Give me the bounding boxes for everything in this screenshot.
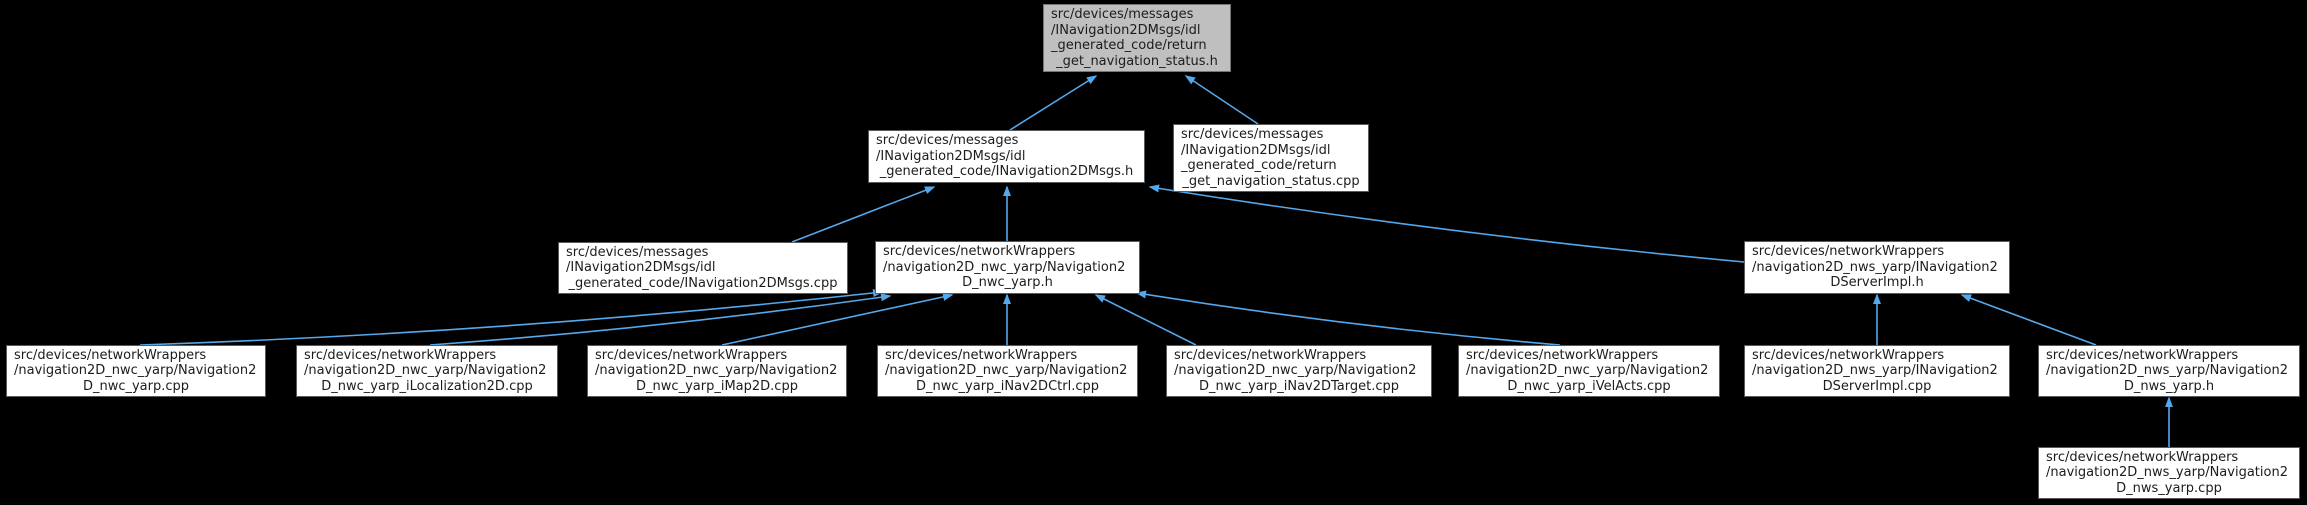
graph-node-ret_h: src/devices/messages/INavigation2DMsgs/i… — [1043, 4, 1231, 72]
graph-node-label-line: _generated_code/INavigation2DMsgs.cpp — [568, 275, 838, 291]
graph-node-label-line: _generated_code/return — [1181, 158, 1337, 173]
include-edge-ivel-to-nwc_h — [1135, 290, 1561, 346]
graph-node-label-line: src/devices/networkWrappers — [2046, 347, 2239, 363]
graph-node-label-line: D_nwc_yarp.cpp — [82, 378, 190, 394]
graph-node-label-line: D_nwc_yarp_iMap2D.cpp — [636, 378, 798, 394]
include-edge-nws_h-to-srv_h — [1960, 294, 2097, 346]
graph-node-nwc_cpp[interactable]: src/devices/networkWrappers/navigation2D… — [6, 345, 266, 397]
graph-node-ivel[interactable]: src/devices/networkWrappers/navigation2D… — [1458, 345, 1720, 397]
include-edge-msgs_cpp-to-msgs_h — [791, 186, 936, 243]
graph-node-label-line: /navigation2D_nwc_yarp/Navigation2 — [1466, 363, 1709, 379]
include-edge-nwc_cpp-to-nwc_h — [139, 288, 884, 346]
graph-node-srv_h[interactable]: src/devices/networkWrappers/navigation2D… — [1744, 241, 2010, 294]
graph-node-label-line: /INavigation2DMsgs/idl — [1181, 142, 1331, 158]
graph-node-label-line: D_nwc_yarp.h — [962, 275, 1053, 291]
graph-node-itgt[interactable]: src/devices/networkWrappers/navigation2D… — [1166, 345, 1432, 397]
graph-node-iloc[interactable]: src/devices/networkWrappers/navigation2D… — [296, 345, 558, 397]
graph-node-msgs_h[interactable]: src/devices/messages/INavigation2DMsgs/i… — [868, 130, 1145, 183]
graph-node-label-line: _generated_code/return — [1051, 38, 1207, 53]
graph-node-label-line: src/devices/networkWrappers — [1174, 347, 1367, 363]
graph-node-label-line: /navigation2D_nwc_yarp/Navigation2 — [14, 363, 257, 379]
graph-node-label-line: /navigation2D_nwc_yarp/Navigation2 — [1174, 363, 1417, 379]
graph-node-label-line: /INavigation2DMsgs/idl — [566, 260, 716, 276]
graph-node-label-line: src/devices/messages — [876, 133, 1019, 149]
graph-node-label-line: D_nws_yarp.cpp — [2116, 480, 2222, 496]
graph-node-label-line: _generated_code/INavigation2DMsgs.h — [879, 164, 1134, 180]
include-edge-iloc-to-nwc_h — [429, 293, 892, 346]
graph-node-label-line: /navigation2D_nwc_yarp/Navigation2 — [595, 363, 838, 379]
graph-node-label-line: /navigation2D_nws_yarp/INavigation2 — [1752, 259, 1998, 275]
graph-node-label-line: D_nws_yarp.h — [2123, 378, 2215, 394]
graph-node-label-line: src/devices/networkWrappers — [2046, 449, 2239, 465]
graph-node-label-line: src/devices/networkWrappers — [1466, 347, 1659, 363]
include-edge-ret_cpp-to-ret_h — [1184, 75, 1259, 125]
graph-node-label-line: src/devices/networkWrappers — [1752, 244, 1945, 260]
graph-node-label-line: DServerImpl.h — [1830, 275, 1924, 291]
graph-node-label-line: src/devices/messages — [566, 244, 709, 260]
graph-node-label-line: /navigation2D_nwc_yarp/Navigation2 — [885, 363, 1128, 379]
graph-node-label-line: _get_navigation_status.h — [1056, 53, 1218, 69]
include-edge-srv_h-to-msgs_h — [1148, 184, 1745, 263]
graph-node-imap[interactable]: src/devices/networkWrappers/navigation2D… — [587, 345, 847, 397]
graph-node-label-line: D_nwc_yarp_iVelActs.cpp — [1507, 378, 1671, 394]
graph-node-label-line: src/devices/networkWrappers — [883, 244, 1076, 260]
graph-node-label-line: _get_navigation_status.cpp — [1182, 173, 1360, 189]
graph-node-label-line: /navigation2D_nws_yarp/INavigation2 — [1752, 363, 1998, 379]
graph-node-label-line: /navigation2D_nwc_yarp/Navigation2 — [883, 259, 1126, 275]
graph-node-label-line: src/devices/networkWrappers — [595, 347, 788, 363]
graph-node-label-line: src/devices/networkWrappers — [1752, 347, 1945, 363]
graph-node-ret_cpp[interactable]: src/devices/messages/INavigation2DMsgs/i… — [1173, 124, 1369, 192]
graph-node-label-line: D_nwc_yarp_iNav2DCtrl.cpp — [916, 378, 1099, 394]
graph-node-label-line: D_nwc_yarp_iNav2DTarget.cpp — [1198, 378, 1400, 394]
graph-node-label-line: src/devices/networkWrappers — [304, 347, 497, 363]
include-edge-imap-to-nwc_h — [721, 293, 954, 346]
graph-node-ictrl[interactable]: src/devices/networkWrappers/navigation2D… — [877, 345, 1138, 397]
graph-node-label-line: src/devices/networkWrappers — [14, 347, 207, 363]
graph-node-nws_h[interactable]: src/devices/networkWrappers/navigation2D… — [2038, 345, 2300, 397]
graph-node-srv_cpp[interactable]: src/devices/networkWrappers/navigation2D… — [1744, 345, 2010, 397]
graph-node-msgs_cpp[interactable]: src/devices/messages/INavigation2DMsgs/i… — [558, 242, 848, 294]
graph-node-label-line: src/devices/messages — [1181, 127, 1324, 142]
graph-node-nwc_h[interactable]: src/devices/networkWrappers/navigation2D… — [875, 241, 1140, 294]
include-edge-itgt-to-nwc_h — [1094, 294, 1197, 346]
graph-node-label-line: src/devices/messages — [1051, 7, 1194, 22]
graph-node-label-line: /navigation2D_nws_yarp/Navigation2 — [2046, 465, 2288, 481]
graph-node-nws_cpp[interactable]: src/devices/networkWrappers/navigation2D… — [2038, 447, 2300, 499]
include-edge-msgs_h-to-ret_h — [1009, 75, 1098, 131]
graph-node-label-line: /navigation2D_nws_yarp/Navigation2 — [2046, 363, 2288, 379]
graph-node-label-line: /INavigation2DMsgs/idl — [1051, 22, 1201, 38]
graph-node-label-line: /navigation2D_nwc_yarp/Navigation2 — [304, 363, 547, 379]
graph-node-label-line: src/devices/networkWrappers — [885, 347, 1078, 363]
graph-node-label-line: DServerImpl.cpp — [1822, 378, 1932, 394]
graph-node-label-line: /INavigation2DMsgs/idl — [876, 148, 1026, 164]
graph-node-label-line: D_nwc_yarp_iLocalization2D.cpp — [321, 378, 533, 394]
